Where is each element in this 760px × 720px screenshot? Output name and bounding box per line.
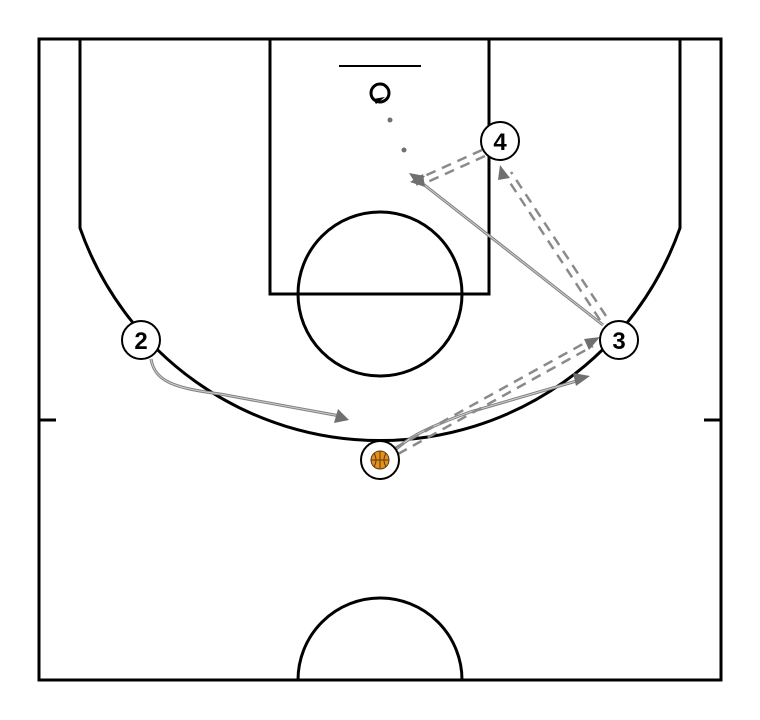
movement-arrow-ball-handler [390,373,590,455]
movement-arrow-player-2 [149,358,349,423]
player-4[interactable]: 4 [480,121,520,161]
player-4-label: 4 [493,129,507,156]
center-circle [296,596,464,681]
basket-icon [369,82,391,104]
pass-arrow-to-player-4 [498,165,608,321]
player-2-label: 2 [134,328,147,355]
shot-dot [401,147,407,153]
basketball-icon [370,450,390,470]
ball-handler[interactable] [360,440,400,480]
free-throw-circle [296,210,464,378]
player-3[interactable]: 3 [599,320,639,360]
movement-arrow-player-3 [409,173,604,327]
pass-arrow-to-player-3 [394,337,600,456]
pass-arrow-player-4-to-basket [410,148,486,187]
player-3-label: 3 [612,328,625,355]
player-2[interactable]: 2 [121,320,161,360]
paint-key [268,37,491,296]
shot-dot [387,117,393,123]
